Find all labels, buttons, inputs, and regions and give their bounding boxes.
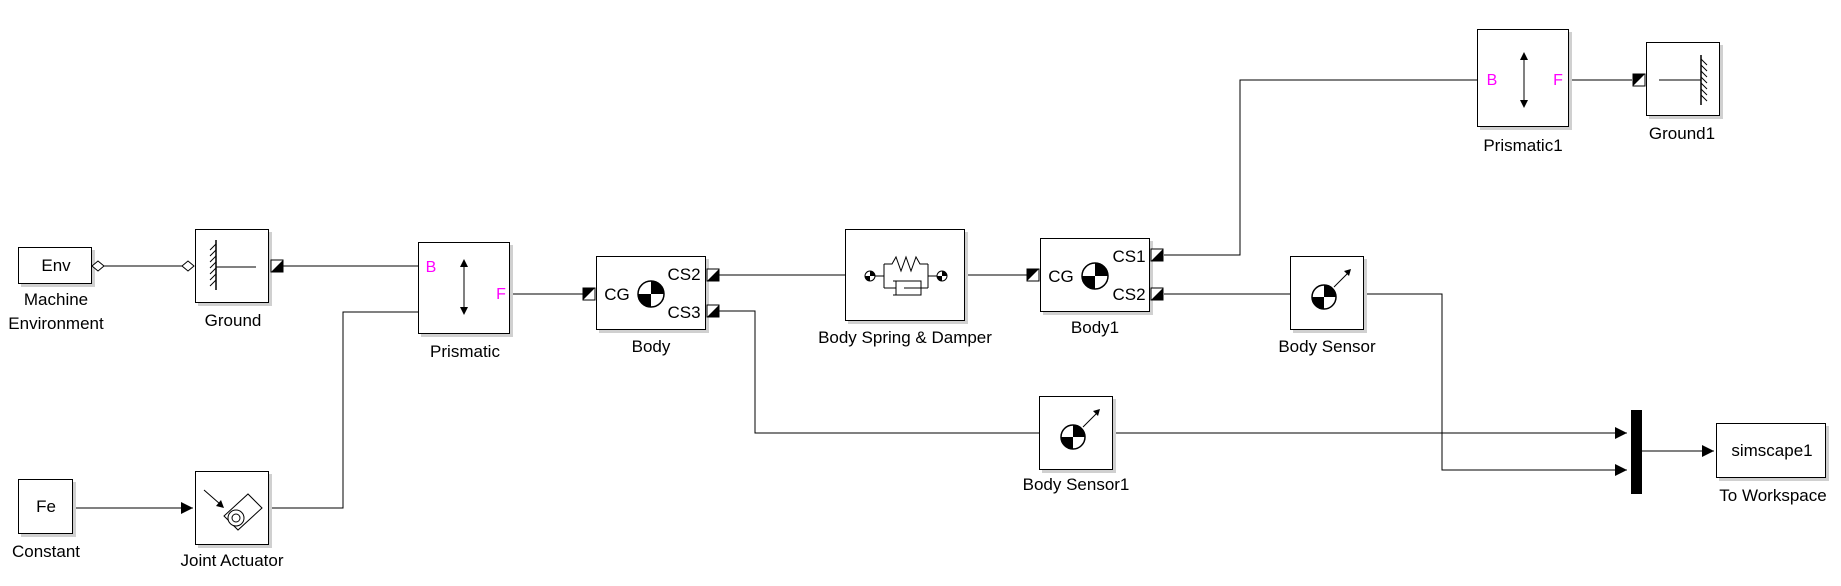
body1-block[interactable]: CG CS1 CS2 — [1040, 238, 1150, 312]
prismatic1-label: Prismatic1 — [1483, 136, 1563, 155]
body-block[interactable]: CG CS2 CS3 — [596, 256, 706, 330]
center-of-gravity-icon — [637, 280, 665, 308]
to-workspace-label: To Workspace — [1719, 486, 1827, 505]
sensor-icon — [1060, 409, 1100, 450]
constant-block[interactable]: Fe — [18, 479, 73, 534]
ground-block[interactable] — [195, 229, 269, 303]
prismatic1-port-b: B — [1486, 72, 1498, 89]
prismatic1-block[interactable]: B F — [1477, 29, 1569, 127]
body-sensor1-label: Body Sensor1 — [1022, 475, 1130, 494]
joint-actuator-block[interactable] — [195, 471, 269, 545]
joint-actuator-label: Joint Actuator — [180, 551, 284, 570]
prismatic-port-b: B — [425, 259, 437, 276]
machine-environment-block[interactable]: Env — [18, 247, 92, 284]
prismatic1-port-f: F — [1553, 72, 1563, 89]
constant-text: Fe — [36, 497, 56, 516]
prismatic-port-f: F — [496, 286, 506, 303]
line-sensor-mux[interactable] — [1364, 293, 1627, 476]
ground-icon — [1659, 55, 1708, 105]
body-cs3-port-icon — [706, 304, 720, 318]
body1-label: Body1 — [1070, 318, 1120, 337]
ground-port-diamond-icon — [181, 260, 195, 272]
body-port-cg: CG — [604, 285, 630, 304]
body1-port-cs1: CS1 — [1112, 247, 1146, 266]
env-text: Env — [41, 256, 71, 275]
actuator-icon — [203, 489, 263, 531]
sensor-icon — [1311, 269, 1351, 310]
body1-port-cs2: CS2 — [1112, 285, 1146, 304]
body1-cs2-port-icon — [1150, 287, 1164, 301]
ground-out-port-icon — [270, 259, 284, 273]
center-of-gravity-icon — [1081, 262, 1109, 290]
double-arrow-icon — [1520, 52, 1528, 108]
body-sensor-label: Body Sensor — [1278, 337, 1376, 356]
body1-cg-port-icon — [1026, 268, 1040, 282]
mux-block[interactable] — [1631, 410, 1642, 494]
ground1-block[interactable] — [1646, 42, 1720, 116]
body-cs2-port-icon — [706, 268, 720, 282]
spring-damper-label: Body Spring & Damper — [818, 328, 992, 347]
spring-damper-icon — [864, 255, 948, 296]
env-label-line1: Machine — [23, 290, 89, 309]
env-port-diamond-icon — [91, 260, 105, 272]
body-spring-damper-block[interactable] — [845, 229, 965, 321]
line-body1-prismatic1[interactable] — [1164, 79, 1477, 256]
body-label: Body — [631, 337, 671, 356]
line-body-sensor1[interactable] — [716, 310, 1039, 434]
line-actuator-prismatic[interactable] — [270, 311, 418, 509]
body-cg-port-icon — [582, 287, 596, 301]
ground1-label: Ground1 — [1648, 124, 1716, 143]
constant-label: Constant — [11, 542, 81, 561]
to-workspace-text: simscape1 — [1731, 441, 1813, 460]
ground1-port-icon — [1632, 73, 1646, 87]
body-sensor-block[interactable] — [1290, 256, 1364, 330]
body-port-cs3: CS3 — [667, 303, 701, 322]
ground-icon — [209, 240, 256, 290]
body1-port-cg: CG — [1048, 267, 1074, 286]
body-sensor1-block[interactable] — [1039, 396, 1113, 470]
body-port-cs2: CS2 — [667, 265, 701, 284]
env-label-line2: Environment — [8, 314, 104, 333]
ground-label: Ground — [204, 311, 262, 330]
to-workspace-block[interactable]: simscape1 — [1716, 423, 1826, 478]
prismatic-label: Prismatic — [430, 342, 500, 361]
prismatic-block[interactable]: B F — [418, 242, 510, 334]
double-arrow-icon — [460, 259, 468, 315]
body1-cs1-port-icon — [1150, 248, 1164, 262]
